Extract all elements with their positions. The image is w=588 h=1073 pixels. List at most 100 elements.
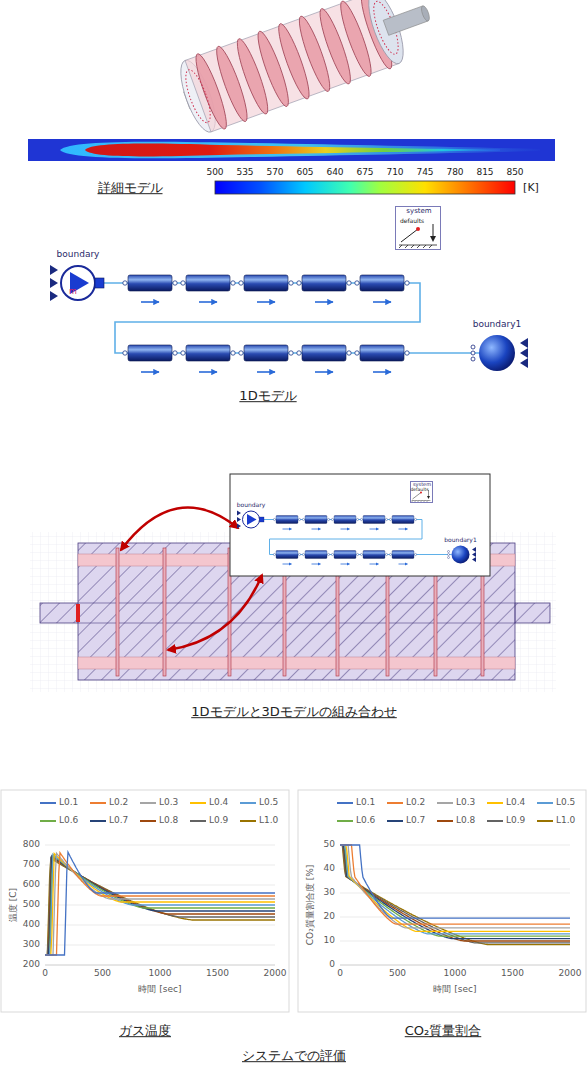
- graphic-rect: [28, 139, 555, 161]
- label-text: 600: [23, 880, 40, 889]
- grid-line: [45, 885, 275, 886]
- label-text: システムでの評価: [242, 1049, 346, 1063]
- label-text: 0: [337, 969, 343, 978]
- graphic-g: [177, 0, 397, 137]
- pipe-segment: [128, 345, 172, 361]
- graphic-circle: [471, 357, 475, 361]
- graphic-rect: [298, 790, 586, 1012]
- label-text: [K]: [523, 182, 539, 194]
- co2-series: [340, 845, 570, 924]
- co2-series: [340, 845, 570, 936]
- system-node: systemdefaults: [410, 481, 433, 503]
- label-text: CO₂質量割合: [405, 1024, 482, 1038]
- node-text: boundary: [57, 250, 100, 259]
- pipe-port: [181, 281, 185, 285]
- label-text: 1500: [501, 969, 524, 978]
- co2-series: [340, 845, 570, 945]
- legend-text: L0.6: [59, 816, 78, 825]
- pipe-port: [239, 281, 243, 285]
- graphic-path: [433, 224, 434, 238]
- temperature-series: [45, 852, 275, 955]
- node-text: system: [406, 208, 431, 215]
- legend-text: L0.8: [456, 816, 475, 825]
- pipe-port: [231, 281, 235, 285]
- graphic-path: [121, 508, 238, 550]
- legend-swatch: [337, 820, 353, 822]
- label-text: 2000: [559, 969, 582, 978]
- co2-series: [340, 845, 570, 934]
- legend-swatch: [190, 802, 206, 804]
- node-text: defaults: [410, 488, 428, 493]
- graphic-circle: [471, 345, 475, 349]
- label-text: 400: [23, 920, 40, 929]
- pipe-segment: [186, 345, 230, 361]
- graphic-path: [168, 575, 262, 650]
- boundary-node: boundary1: [452, 546, 470, 564]
- legend-text: L0.4: [209, 798, 228, 807]
- pipe-port: [123, 351, 127, 355]
- pipe-port: [355, 351, 359, 355]
- temperature-series: [45, 854, 275, 955]
- pipe-segment: [360, 275, 404, 291]
- flow-connector: [95, 283, 479, 353]
- label-text: 10: [324, 936, 335, 945]
- legend-swatch: [337, 802, 353, 804]
- label-text: 2000: [264, 969, 287, 978]
- label-text: 500: [389, 969, 406, 978]
- legend-text: L0.3: [159, 798, 178, 807]
- label-text: 675: [356, 168, 373, 177]
- legend-text: L0.5: [259, 798, 278, 807]
- label-text: 535: [236, 168, 253, 177]
- legend-swatch: [487, 820, 503, 822]
- legend-text: L0.6: [356, 816, 375, 825]
- pipe-segment: [302, 275, 346, 291]
- label-text: ガス温度: [119, 1024, 171, 1038]
- inset-frame: [230, 474, 490, 576]
- temperature-series: [45, 857, 275, 955]
- pipe-port: [347, 281, 351, 285]
- graphic-circle: [416, 227, 420, 231]
- label-text: 0: [42, 969, 48, 978]
- pipe-port: [297, 351, 301, 355]
- graphic-g: [50, 224, 528, 372]
- flow-arrow: [141, 301, 159, 303]
- node-text: m: [69, 288, 77, 296]
- graphic-path: [430, 236, 436, 242]
- legend-swatch: [387, 820, 403, 822]
- label-text: 1500: [206, 969, 229, 978]
- flow-arrow: [199, 371, 217, 373]
- node-text: boundary: [237, 502, 266, 508]
- pipe-port: [405, 351, 409, 355]
- pipe-port: [289, 351, 293, 355]
- grid-line: [340, 869, 570, 870]
- legend-swatch: [240, 802, 256, 804]
- label-text: 50: [324, 840, 335, 849]
- label-text: 780: [446, 168, 463, 177]
- label-text: 710: [386, 168, 403, 177]
- label-text: 815: [476, 168, 493, 177]
- legend-swatch: [40, 820, 56, 822]
- temperature-series: [45, 853, 275, 955]
- graphic-use: [237, 490, 476, 564]
- label-text: 640: [326, 168, 343, 177]
- legend-swatch: [140, 802, 156, 804]
- flow-arrow: [257, 371, 275, 373]
- legend-text: L0.2: [406, 798, 425, 807]
- co2-series: [340, 845, 570, 939]
- legend-text: L1.0: [556, 816, 575, 825]
- graphic-rect: [185, 0, 399, 132]
- flow-arrow: [199, 301, 217, 303]
- graphic-path: [520, 338, 528, 368]
- graphic-circle: [479, 335, 515, 371]
- pipe-segment: [128, 275, 172, 291]
- flow-arrow: [373, 301, 391, 303]
- pipe-port: [173, 351, 177, 355]
- legend-text: L0.1: [356, 798, 375, 807]
- co2-series: [340, 845, 570, 928]
- pipe-segment: [302, 345, 346, 361]
- legend-swatch: [437, 802, 453, 804]
- grid-line: [340, 917, 570, 918]
- legend-swatch: [140, 820, 156, 822]
- graphic-rect: [78, 603, 515, 623]
- label-text: 20: [324, 912, 335, 921]
